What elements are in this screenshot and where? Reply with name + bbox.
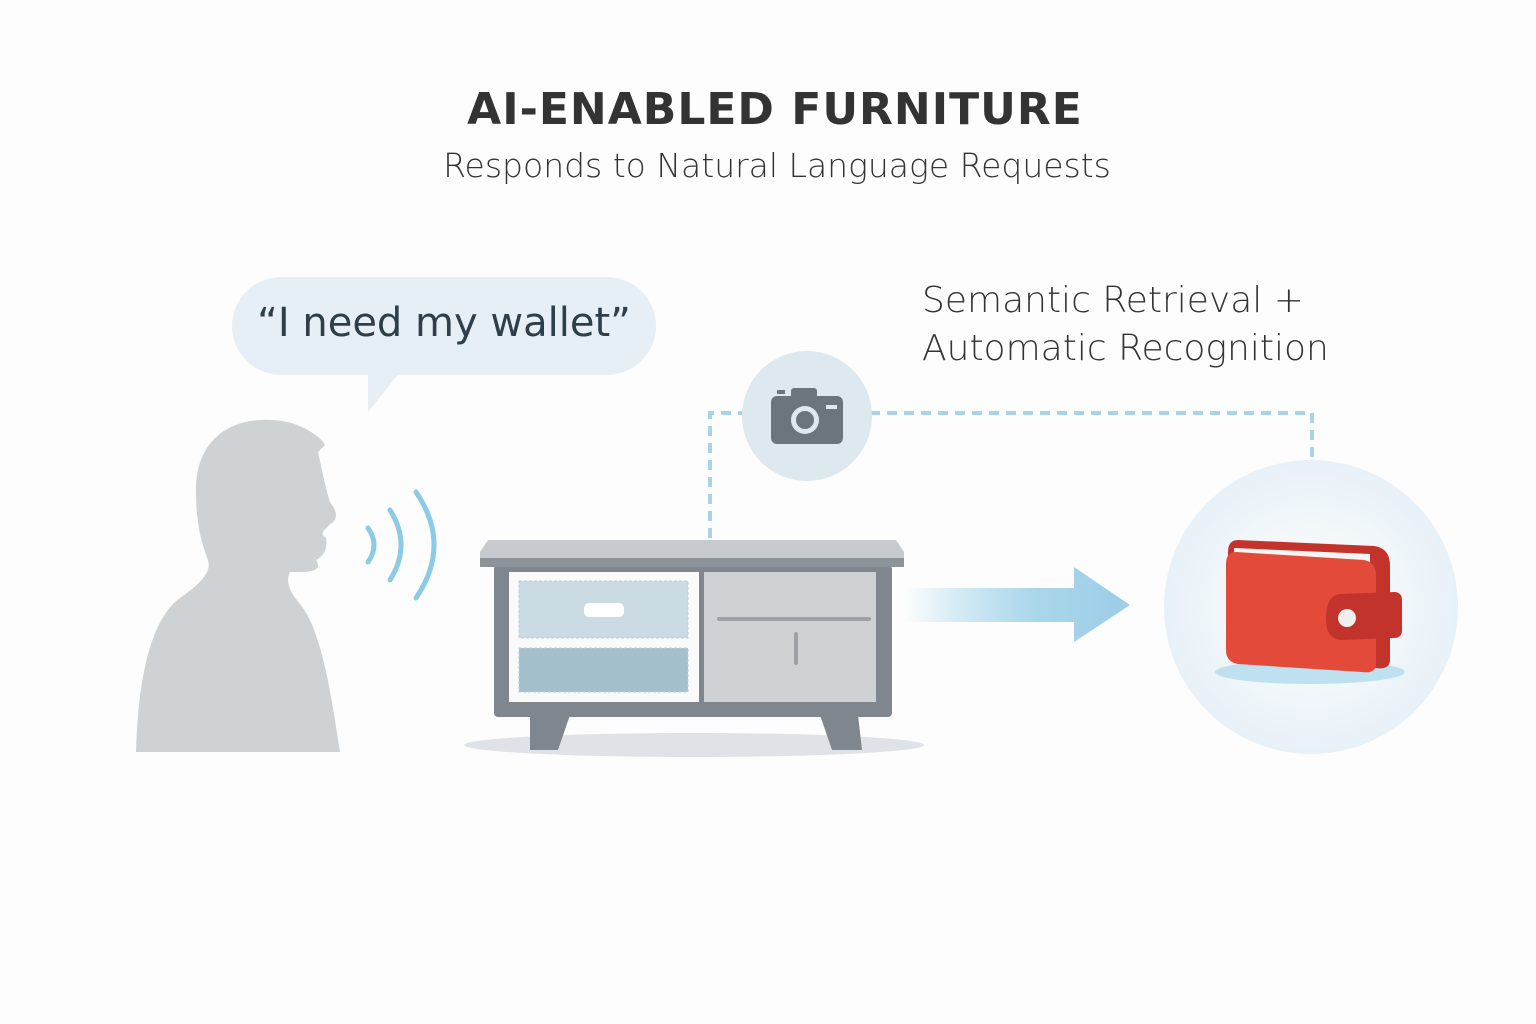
page-title: AI-ENABLED FURNITURE (467, 84, 1083, 135)
dashed-connector (708, 411, 1314, 538)
wallet-icon (1164, 460, 1458, 754)
sound-waves-icon (365, 489, 437, 601)
arrow-right-icon (905, 567, 1130, 642)
cabinet (464, 540, 924, 757)
speech-bubble (232, 277, 656, 412)
caption-line-1: Semantic Retrieval + (922, 280, 1304, 321)
caption-line-2: Automatic Recognition (922, 328, 1329, 369)
speech-bubble-text: “I need my wallet” (257, 300, 631, 346)
camera-icon (742, 351, 872, 481)
page-subtitle: Responds to Natural Language Requests (443, 146, 1111, 185)
person-silhouette (136, 419, 340, 752)
